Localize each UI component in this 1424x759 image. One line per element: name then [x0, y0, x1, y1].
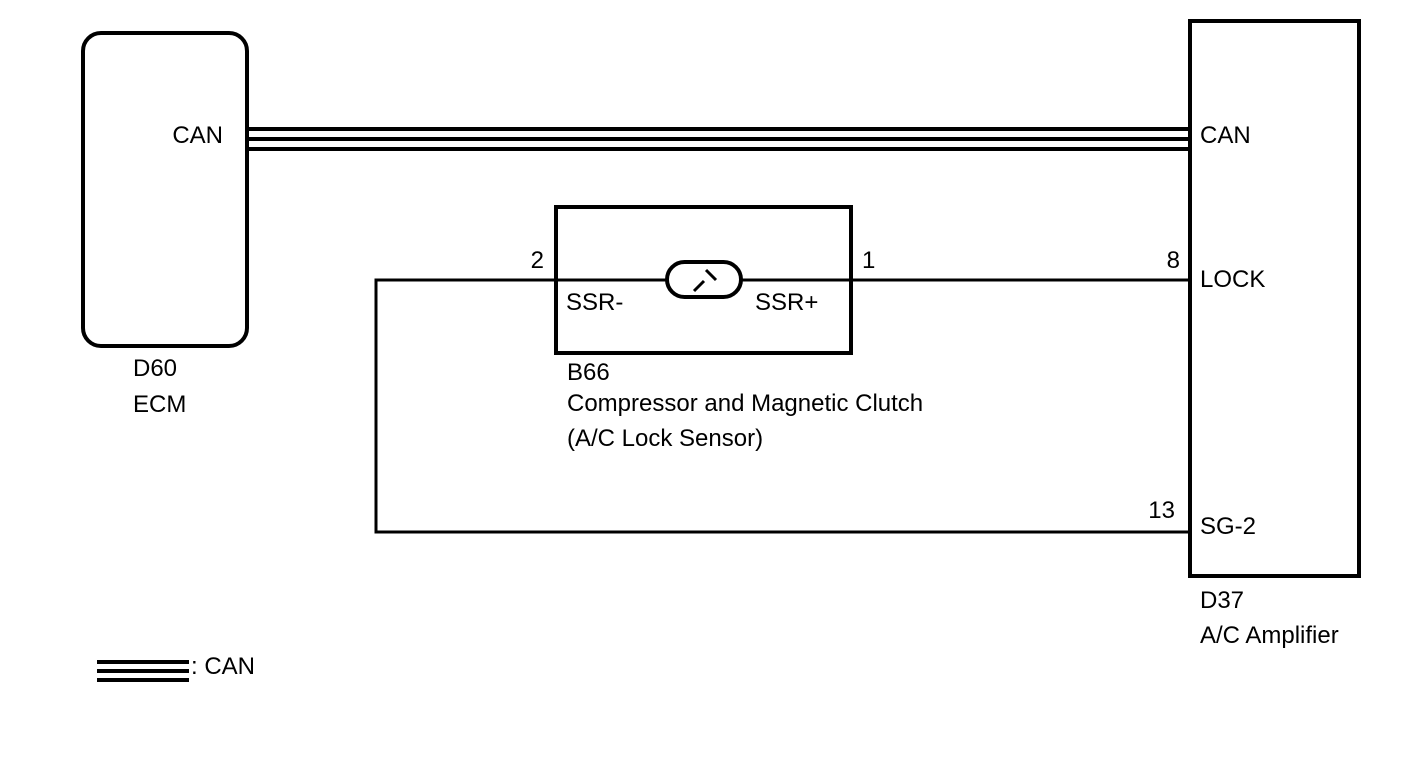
ecm-name: ECM [133, 391, 186, 418]
lock-sensor-symbol-icon [665, 260, 743, 299]
sensor-name-line1: Compressor and Magnetic Clutch [567, 390, 923, 417]
signal-wires [374, 278, 1190, 534]
amplifier-box [1188, 19, 1361, 578]
sensor-component: SSR- SSR+ 2 1 B66 Compressor and Magneti… [531, 205, 923, 452]
sensor-pin-minus-number: 2 [531, 247, 544, 274]
amplifier-pin-sg2-number: 13 [1148, 497, 1175, 524]
amplifier-connector-id: D37 [1200, 587, 1244, 614]
legend-can-line-icon [97, 660, 189, 682]
ecm-box [81, 31, 249, 348]
ecm-pin-can-label: CAN [172, 122, 223, 149]
amplifier-name: A/C Amplifier [1200, 622, 1339, 649]
sensor-name-line2: (A/C Lock Sensor) [567, 425, 763, 452]
ecm-connector-id: D60 [133, 355, 177, 382]
amplifier-pin-sg2-label: SG-2 [1200, 513, 1256, 540]
sg2-ground-wire [374, 278, 1190, 534]
legend-can-label: : CAN [191, 653, 255, 680]
amplifier-pin-can-label: CAN [1200, 122, 1251, 149]
amplifier-component: CAN LOCK 8 SG-2 13 D37 A/C Amplifier [1148, 19, 1361, 649]
sensor-connector-id: B66 [567, 359, 610, 386]
ecm-component: CAN D60 ECM [81, 31, 249, 418]
amplifier-pin-lock-number: 8 [1167, 247, 1180, 274]
amplifier-pin-lock-label: LOCK [1200, 266, 1265, 293]
legend: : CAN [97, 653, 255, 682]
sensor-pin-plus-label: SSR+ [755, 289, 818, 316]
sensor-pin-plus-number: 1 [862, 247, 875, 274]
sensor-pin-minus-label: SSR- [566, 289, 623, 316]
can-bus-wire [247, 127, 1190, 151]
